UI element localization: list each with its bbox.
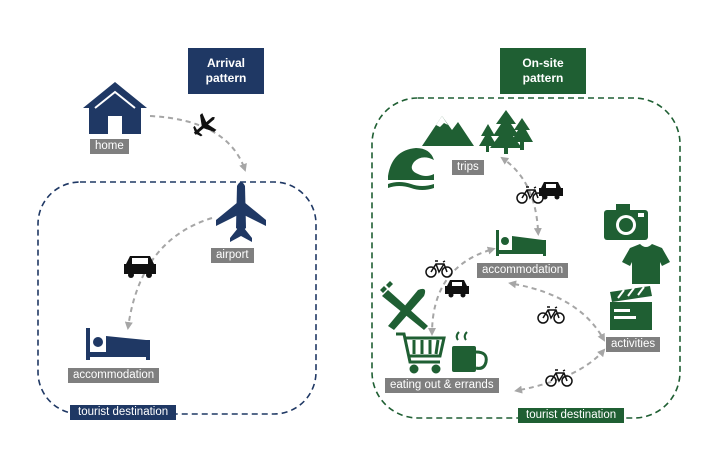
car-icon	[124, 256, 156, 278]
trips-label: trips	[452, 160, 484, 175]
plane-icon-small	[193, 113, 217, 137]
onsite-accommodation-label: accommodation	[477, 263, 569, 278]
fork-knife-icon	[380, 281, 428, 330]
arrival-destination-label: tourist destination	[70, 405, 177, 420]
plane-icon	[216, 182, 266, 242]
accommodation-to-activities-arrow	[508, 280, 605, 342]
bicycle-icon	[537, 306, 565, 324]
tshirt-icon	[622, 244, 670, 284]
home-to-airport-arrow	[149, 115, 247, 172]
accommodation-to-eating-arrow	[428, 246, 496, 336]
eating-to-activities-arrow	[514, 348, 606, 394]
bicycle-icon	[545, 369, 573, 387]
activities-label: activities	[606, 337, 661, 352]
wave-icon	[388, 148, 434, 190]
shopping-cart-icon	[396, 332, 446, 374]
car-icon	[445, 280, 469, 298]
onsite-pattern-title: On-site pattern	[500, 48, 586, 94]
coffee-mug-icon	[452, 331, 488, 372]
bicycle-icon	[516, 186, 544, 204]
bed-icon	[496, 230, 546, 256]
arrival-destination-boundary	[37, 181, 317, 415]
accommodation-label: accommodation	[68, 368, 160, 383]
airport-to-accommodation-arrow	[124, 217, 213, 330]
accommodation-to-trips-arrow	[500, 156, 542, 236]
house-icon	[83, 82, 147, 134]
home-label: home	[90, 139, 129, 154]
bicycle-icon	[425, 260, 453, 278]
onsite-destination-boundary	[371, 97, 681, 419]
airport-label: airport	[211, 248, 254, 263]
mountain-icon	[422, 116, 474, 146]
clapperboard-icon	[610, 286, 652, 330]
car-icon	[539, 182, 563, 200]
eating-label: eating out & errands	[385, 378, 499, 393]
camera-icon	[604, 204, 648, 240]
trees-icon	[479, 110, 533, 154]
arrival-pattern-title: Arrival pattern	[188, 48, 264, 94]
bed-icon	[86, 328, 150, 360]
onsite-destination-label: tourist destination	[518, 408, 625, 423]
